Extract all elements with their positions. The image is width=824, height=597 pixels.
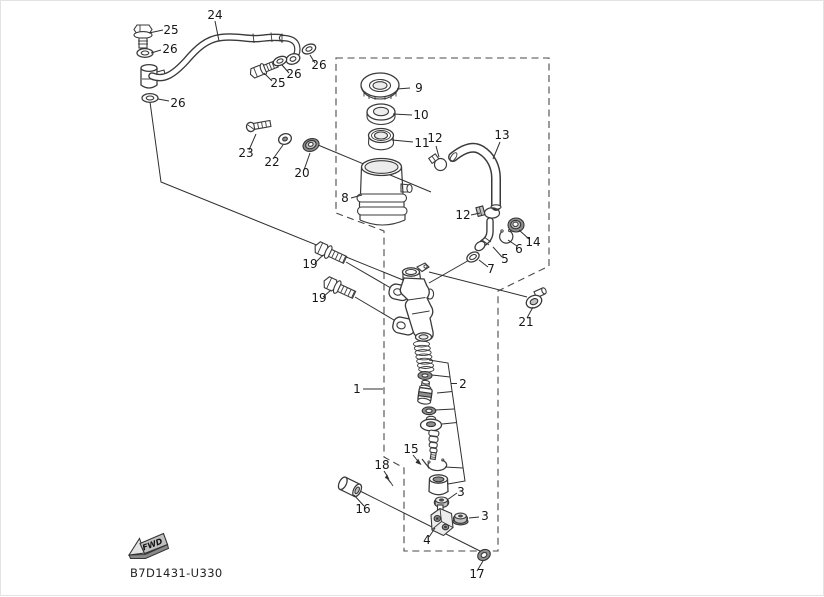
callout-4[interactable]: 4 — [423, 533, 431, 547]
callout-9[interactable]: 9 — [415, 81, 423, 95]
callout-1[interactable]: 1 — [353, 382, 361, 396]
reservoir-8 — [356, 157, 413, 226]
master-cylinder-body — [388, 262, 435, 342]
grommet-20 — [302, 137, 320, 153]
callout-11[interactable]: 11 — [414, 136, 429, 150]
return-spring — [413, 340, 435, 373]
callout-8[interactable]: 8 — [341, 191, 349, 205]
hose-washer-26-a — [136, 47, 154, 59]
washer-17 — [477, 548, 491, 562]
kit-seal-cup — [421, 406, 437, 416]
callout-19-b[interactable]: 19 — [311, 291, 326, 305]
callout-26-a[interactable]: 26 — [162, 42, 177, 56]
collar-16 — [337, 476, 363, 498]
screw-21 — [525, 287, 547, 309]
hose-clamp-12-upper — [427, 153, 448, 172]
callout-12-a[interactable]: 12 — [427, 131, 442, 145]
callout-26-c[interactable]: 26 — [286, 67, 301, 81]
clevis-joint-4 — [430, 504, 454, 537]
washer-22 — [277, 132, 293, 146]
banjo-washer-26-b — [301, 43, 317, 55]
callout-25-b[interactable]: 25 — [270, 76, 285, 90]
callout-16[interactable]: 16 — [355, 502, 370, 516]
kit-pushrod-boot — [428, 429, 440, 461]
pin-18 — [386, 477, 394, 487]
callout-6[interactable]: 6 — [515, 242, 523, 256]
callout-24[interactable]: 24 — [207, 8, 222, 22]
callout-26-b[interactable]: 26 — [170, 96, 185, 110]
callout-3-b[interactable]: 3 — [481, 509, 489, 523]
reservoir-hose-13 — [448, 142, 502, 211]
kit-washer — [417, 370, 433, 381]
hose-washer-26-b — [141, 92, 159, 104]
pin-15 — [421, 458, 430, 469]
leader-lines — [148, 20, 534, 572]
callout-labels: 24 25 26 26 25 26 26 9 10 11 12 13 23 22… — [162, 8, 540, 581]
dashed-assembly-outline — [335, 57, 550, 552]
banjo-washer-26-a — [272, 55, 288, 67]
callout-3-a[interactable]: 3 — [457, 485, 465, 499]
callout-25-a[interactable]: 25 — [163, 23, 178, 37]
callout-17[interactable]: 17 — [469, 567, 484, 581]
callout-13[interactable]: 13 — [494, 128, 509, 142]
kit-piston — [417, 379, 433, 405]
drawing-number: B7D1431-U330 — [130, 566, 223, 580]
callout-21[interactable]: 21 — [518, 315, 533, 329]
callout-18[interactable]: 18 — [374, 458, 389, 472]
grommet-14 — [507, 217, 525, 233]
callout-26-d[interactable]: 26 — [311, 58, 326, 72]
mount-bolt-19-b — [323, 276, 357, 300]
elbow-joint-5 — [474, 217, 494, 252]
callout-19-a[interactable]: 19 — [302, 257, 317, 271]
callout-2[interactable]: 2 — [459, 377, 467, 391]
mount-bolt-19-a — [314, 241, 348, 265]
circlip-6 — [499, 228, 514, 244]
fwd-arrow: FWD — [127, 532, 170, 559]
kit-retainer-washer — [419, 415, 443, 432]
callout-12-b[interactable]: 12 — [455, 208, 470, 222]
diaphragm-11 — [367, 127, 395, 151]
callout-7[interactable]: 7 — [487, 262, 495, 276]
callout-20[interactable]: 20 — [294, 166, 309, 180]
callout-14[interactable]: 14 — [525, 235, 540, 249]
callout-23[interactable]: 23 — [238, 146, 253, 160]
dust-boot-cup — [428, 474, 449, 496]
locknut-3-lower — [452, 512, 469, 526]
o-ring-7 — [466, 251, 480, 263]
reservoir-cap-9 — [360, 72, 400, 100]
flange-bolt-25-top — [133, 24, 153, 49]
kit-circlip — [427, 458, 448, 472]
callout-5[interactable]: 5 — [501, 252, 509, 266]
callout-15[interactable]: 15 — [403, 442, 418, 456]
callout-10[interactable]: 10 — [413, 108, 428, 122]
diaphragm-holder-10 — [366, 103, 396, 126]
screw-23 — [245, 119, 272, 133]
callout-22[interactable]: 22 — [264, 155, 279, 169]
